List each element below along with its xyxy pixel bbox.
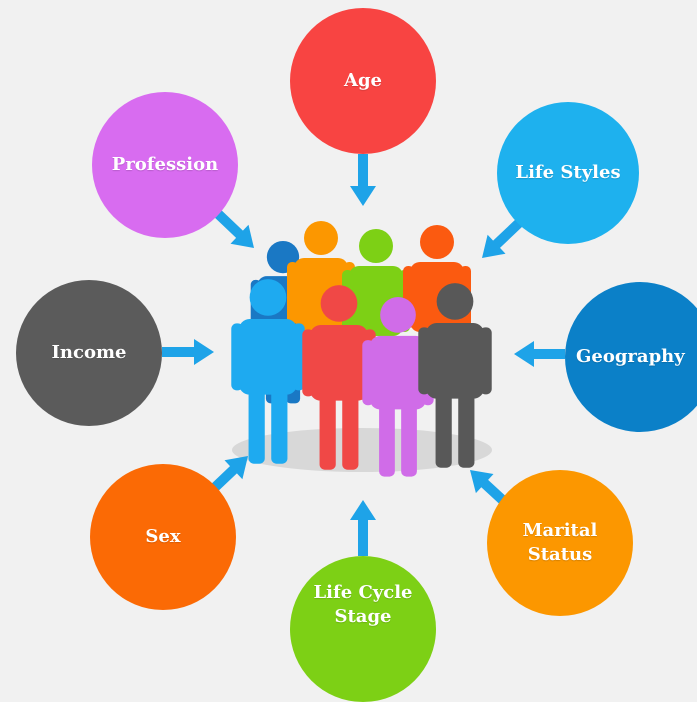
person-front-gray xyxy=(418,283,492,468)
life-styles-label: Life Styles xyxy=(515,162,621,183)
marital-status-label-line1: Marital xyxy=(522,520,598,541)
life-cycle-label-line2: Stage xyxy=(334,606,392,627)
people-group xyxy=(231,221,492,477)
geography-arrow xyxy=(514,341,565,367)
income-bubble: Income xyxy=(16,280,162,426)
geography-bubble: Geography xyxy=(565,282,697,432)
marital-status-bubble: Marital Status xyxy=(487,470,633,616)
arrows-group xyxy=(162,154,565,556)
age-label: Age xyxy=(343,70,382,91)
sex-label: Sex xyxy=(145,526,181,547)
life-styles-arrow xyxy=(482,218,524,258)
age-arrow xyxy=(350,154,376,206)
marital-status-label-line2: Status xyxy=(527,544,593,565)
life-styles-bubble: Life Styles xyxy=(497,102,639,244)
profession-label: Profession xyxy=(111,154,219,175)
profession-arrow xyxy=(210,206,254,248)
life-cycle-label-line1: Life Cycle xyxy=(313,582,413,603)
income-label: Income xyxy=(51,342,127,363)
life-cycle-arrow xyxy=(350,500,376,556)
geography-label: Geography xyxy=(576,346,685,367)
income-arrow xyxy=(162,339,214,365)
people-shadow xyxy=(232,428,492,472)
sex-bubble: Sex xyxy=(90,464,236,610)
profession-bubble: Profession xyxy=(92,92,238,238)
age-bubble: Age xyxy=(290,8,436,154)
person-front-cyan xyxy=(231,279,305,464)
sex-arrow xyxy=(206,456,248,496)
life-cycle-stage-bubble: Life Cycle Stage xyxy=(290,556,436,702)
